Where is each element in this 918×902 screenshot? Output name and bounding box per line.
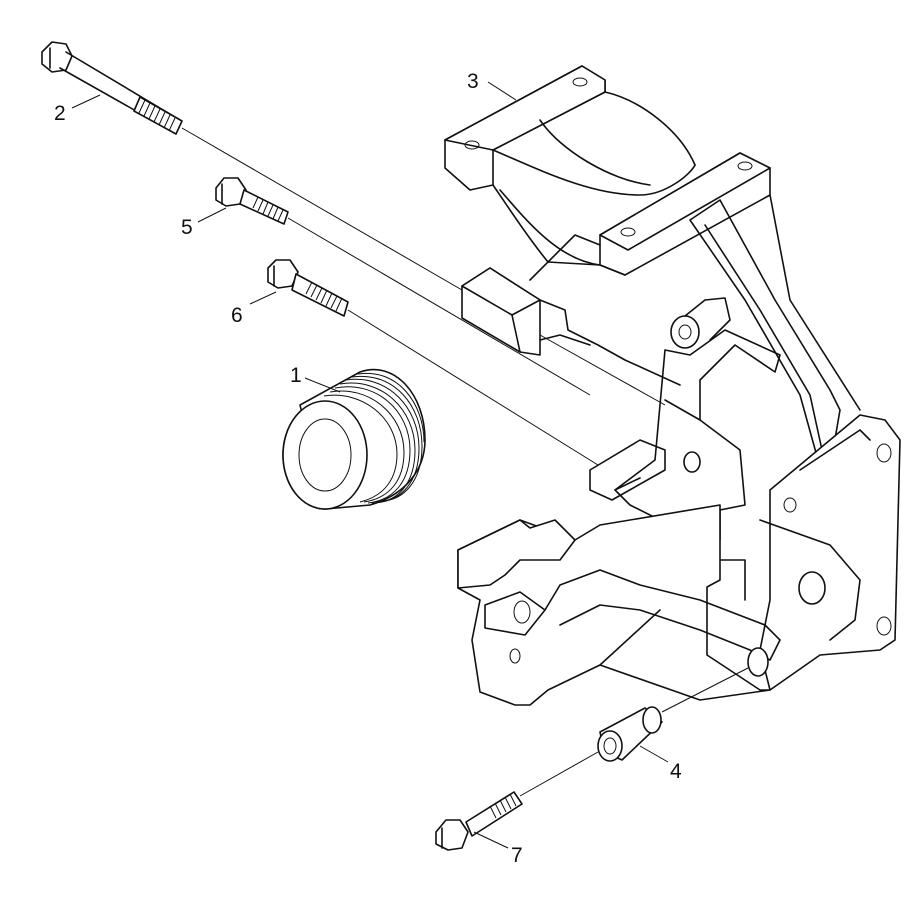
pulley-part-1 [282,368,426,510]
callout-4: 4 [639,745,682,783]
bracket-part-3 [444,65,901,706]
callout-6: 6 [231,291,277,327]
callout-number-7: 7 [511,844,523,867]
callout-number-3: 3 [467,70,479,93]
callout-number-6: 6 [231,304,243,327]
bolt-part-5 [215,177,591,396]
bolt-part-6 [267,259,599,466]
callout-5: 5 [181,207,227,239]
callout-number-1: 1 [290,364,302,387]
callout-number-4: 4 [670,760,682,783]
callout-1: 1 [290,364,341,393]
spacer-part-4 [597,667,749,762]
bolt-part-7 [435,751,599,851]
callout-2: 2 [54,94,101,125]
callout-3: 3 [467,70,517,101]
callout-7: 7 [473,831,523,867]
callout-number-2: 2 [54,102,66,125]
long-bolt-part-2 [41,41,666,406]
callout-number-5: 5 [181,216,193,239]
